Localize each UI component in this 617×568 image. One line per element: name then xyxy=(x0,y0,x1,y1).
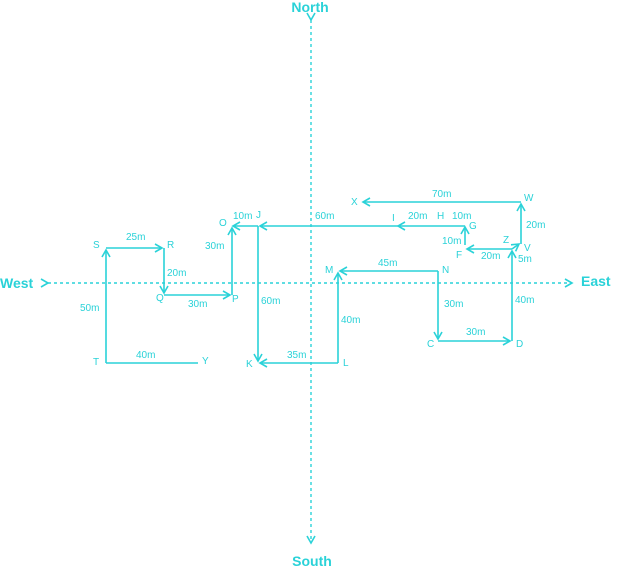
distance-label-jk: 60m xyxy=(261,296,280,307)
point-label-f: F xyxy=(456,250,462,261)
distance-label-op: 30m xyxy=(205,241,224,252)
south-label: South xyxy=(292,553,332,568)
distance-label-hg: 10m xyxy=(452,211,471,222)
segment-z-to-f xyxy=(510,243,521,252)
east-label: East xyxy=(581,273,611,289)
distance-label-qp: 30m xyxy=(188,299,207,310)
west-label: West xyxy=(0,275,34,291)
north-label: North xyxy=(291,0,328,15)
point-label-w: W xyxy=(524,193,534,204)
point-label-p: P xyxy=(232,294,239,305)
distance-label-lm: 40m xyxy=(341,315,360,326)
point-label-g: G xyxy=(469,221,477,232)
point-label-n: N xyxy=(442,265,449,276)
distance-label-vw: 20m xyxy=(526,220,545,231)
point-label-z: Z xyxy=(503,235,509,246)
point-label-r: R xyxy=(167,240,174,251)
point-label-l: L xyxy=(343,358,349,369)
point-label-o: O xyxy=(219,218,227,229)
point-label-x: X xyxy=(351,197,358,208)
distance-label-rq: 20m xyxy=(167,268,186,279)
distance-label-ih: 20m xyxy=(408,211,427,222)
point-label-q: Q xyxy=(156,293,164,304)
point-label-t: T xyxy=(93,357,99,368)
point-label-h: H xyxy=(437,211,444,222)
distance-label-cd: 30m xyxy=(466,327,485,338)
distance-label-wx: 70m xyxy=(432,189,451,200)
point-label-k: K xyxy=(246,359,253,370)
point-label-c: C xyxy=(427,339,434,350)
distance-label-sr: 25m xyxy=(126,232,145,243)
distance-label-ty: 40m xyxy=(136,350,155,361)
distance-label-mn: 45m xyxy=(378,258,397,269)
point-label-y: Y xyxy=(202,356,209,367)
distance-label-nc: 30m xyxy=(444,299,463,310)
distance-label-jo: 10m xyxy=(233,211,252,222)
point-label-i: I xyxy=(392,213,395,224)
point-label-v: V xyxy=(524,243,531,254)
distance-label-kl: 35m xyxy=(287,350,306,361)
distance-label-zv: 5m xyxy=(518,254,532,265)
point-label-m: M xyxy=(325,265,333,276)
distance-label-ij: 60m xyxy=(315,211,334,222)
distance-label-st: 50m xyxy=(80,303,99,314)
point-label-d: D xyxy=(516,339,523,350)
distance-label-gf: 10m xyxy=(442,236,461,247)
distance-label-dv: 40m xyxy=(515,295,534,306)
point-label-j: J xyxy=(256,210,261,221)
distance-label-fz: 20m xyxy=(481,251,500,262)
point-label-s: S xyxy=(93,240,100,251)
